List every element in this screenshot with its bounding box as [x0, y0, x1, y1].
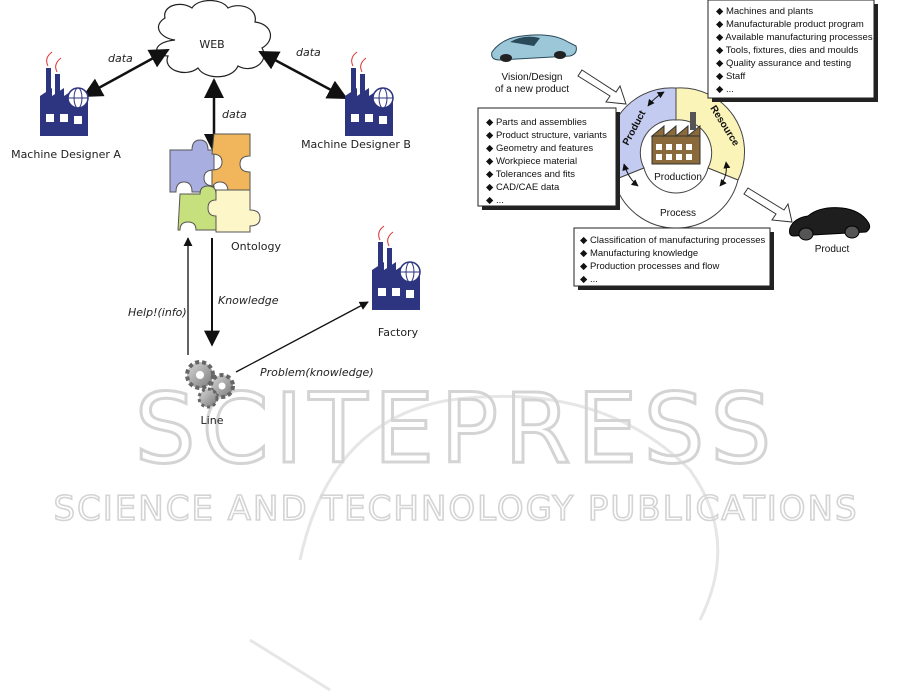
data-label-b: data: [296, 46, 321, 59]
line-label: Line: [201, 414, 224, 427]
process-item: ◆ Production processes and flow: [580, 261, 719, 272]
web-cloud: WEB: [156, 0, 272, 78]
resource-info-box: [707, 0, 878, 102]
vision-label-line1: Vision/Design: [502, 72, 563, 83]
vision-label-line2: of a new product: [495, 84, 569, 95]
product-list: ◆ Parts and assemblies ◆ Product structu…: [486, 117, 607, 206]
watermark-title: SCITEPRESS: [135, 373, 778, 485]
arrow-web-designer-b: [258, 50, 348, 100]
factory-icon-designer-a: [40, 51, 89, 136]
process-segment-label: Process: [660, 208, 696, 219]
factory-icon: [372, 225, 421, 310]
product-item: ◆ ...: [486, 195, 504, 206]
web-label: WEB: [199, 38, 224, 51]
product-item: ◆ Geometry and features: [486, 143, 593, 154]
designer-a-label: Machine Designer A: [11, 148, 121, 161]
arrow-problem-knowledge: [235, 301, 369, 373]
cycle-arrow-top: [647, 91, 665, 107]
process-list: ◆ Classification of manufacturing proces…: [580, 235, 766, 285]
vision-input-arrow: [577, 69, 627, 105]
resource-list: ◆ Machines and plants ◆ Manufacturable p…: [716, 6, 873, 95]
resource-item: ◆ Available manufacturing processes: [716, 32, 873, 43]
data-label-ontology: data: [222, 108, 247, 121]
production-factory-icon: [650, 112, 701, 165]
product-item: ◆ CAD/CAE data: [486, 182, 560, 193]
resource-item: ◆ Staff: [716, 71, 746, 82]
product-item: ◆ Parts and assemblies: [486, 117, 587, 128]
product-item: ◆ Tolerances and fits: [486, 169, 575, 180]
production-label: Production: [654, 172, 702, 183]
resource-item: ◆ Tools, fixtures, dies and moulds: [716, 45, 859, 56]
resource-item: ◆ ...: [716, 84, 734, 95]
factory-label: Factory: [378, 326, 419, 339]
problem-knowledge-label: Problem(knowledge): [260, 366, 374, 379]
resource-item: ◆ Machines and plants: [716, 6, 813, 17]
knowledge-label: Knowledge: [218, 294, 279, 307]
resource-item: ◆ Quality assurance and testing: [716, 58, 851, 69]
sports-car-icon: [789, 207, 871, 241]
cycle-arrow-right: [719, 161, 731, 187]
process-item: ◆ Classification of manufacturing proces…: [580, 235, 766, 246]
concept-car-icon: [491, 34, 577, 62]
cycle-arrow-left: [622, 163, 639, 187]
product-item: ◆ Product structure, variants: [486, 130, 607, 141]
process-info-box: [573, 227, 774, 290]
process-item: ◆ Manufacturing knowledge: [580, 248, 698, 259]
product-output-arrow: [743, 187, 793, 223]
watermark: SCITEPRESS SCIENCE AND TECHNOLOGY PUBLIC…: [53, 372, 858, 692]
production-cycle-ring: [607, 87, 745, 229]
designer-b-label: Machine Designer B: [301, 138, 411, 151]
resource-item: ◆ Manufacturable product program: [716, 19, 864, 30]
factory-icon-designer-b: [345, 51, 394, 136]
line-gears-icon: [185, 360, 235, 409]
watermark-subtitle: SCIENCE AND TECHNOLOGY PUBLICATIONS: [53, 489, 858, 529]
product-output-label: Product: [815, 244, 850, 255]
product-info-box: [477, 107, 620, 210]
product-item: ◆ Workpiece material: [486, 156, 577, 167]
data-label-a: data: [108, 52, 133, 65]
help-info-label: Help!(info): [128, 306, 187, 319]
ontology-puzzle-icon: [169, 133, 261, 233]
ontology-label: Ontology: [231, 240, 281, 253]
arrow-web-designer-a: [82, 48, 170, 98]
process-item: ◆ ...: [580, 274, 598, 285]
